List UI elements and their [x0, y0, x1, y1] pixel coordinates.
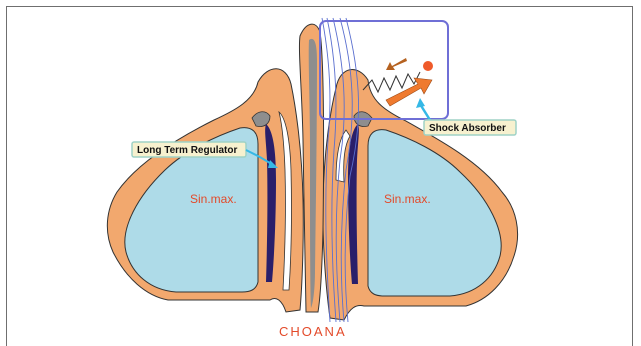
- right-sinus: [368, 130, 501, 296]
- shock-absorber-label: Shock Absorber: [429, 123, 506, 134]
- shock-absorber-pointer-head-icon: [416, 98, 425, 108]
- choana-label: CHOANA: [279, 324, 347, 339]
- right-sinus-label: Sin.max.: [384, 192, 431, 206]
- small-arrow-icon: [386, 58, 407, 70]
- ball-icon: [423, 61, 433, 71]
- left-sinus-label: Sin.max.: [190, 192, 237, 206]
- long-term-regulator-label: Long Term Regulator: [137, 145, 237, 156]
